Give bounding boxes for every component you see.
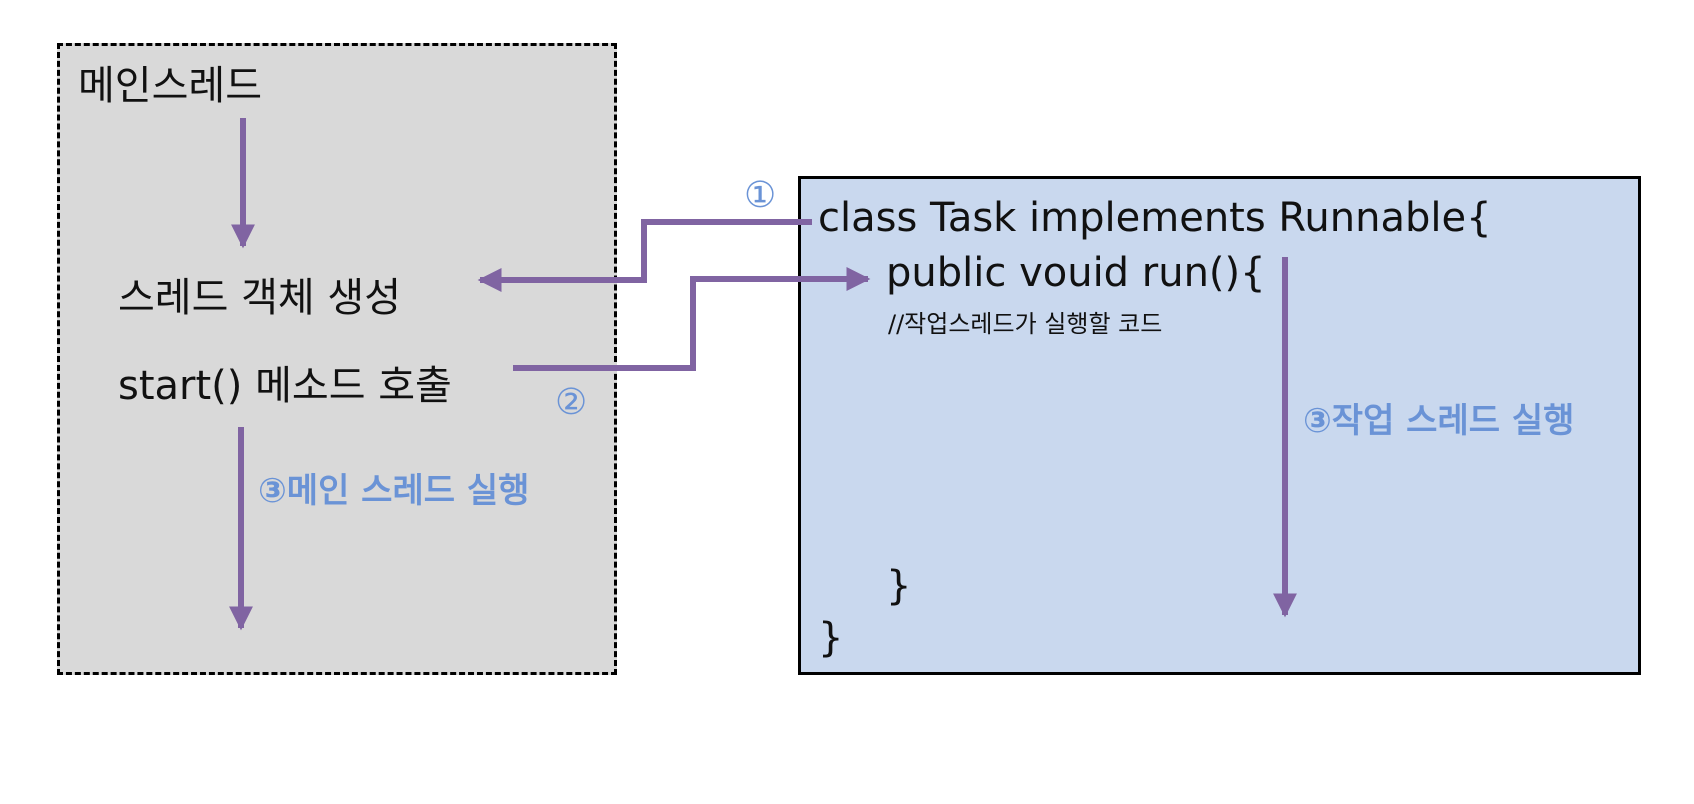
main-thread-box: [57, 43, 617, 675]
task-class-box: [798, 176, 1641, 675]
start-call-arrow: [513, 267, 871, 371]
method-close-brace: }: [886, 563, 912, 609]
main-thread-run-label: ③메인 스레드 실행: [258, 471, 530, 511]
code-comment: //작업스레드가 실행할 코드: [888, 310, 1163, 338]
task-thread-run-label: ③작업 스레드 실행: [1303, 401, 1575, 441]
start-method-step: start() 메소드 호출: [118, 363, 452, 409]
class-close-brace: }: [818, 615, 844, 661]
run-method-declaration: public vouid run(){: [886, 250, 1266, 296]
step-1-marker: ①: [744, 175, 777, 216]
main-thread-title: 메인스레드: [78, 63, 262, 109]
create-thread-step: 스레드 객체 생성: [118, 275, 402, 321]
step-2-marker: ②: [555, 382, 588, 423]
class-declaration: class Task implements Runnable{: [818, 195, 1492, 241]
create-object-arrow: [477, 219, 812, 292]
